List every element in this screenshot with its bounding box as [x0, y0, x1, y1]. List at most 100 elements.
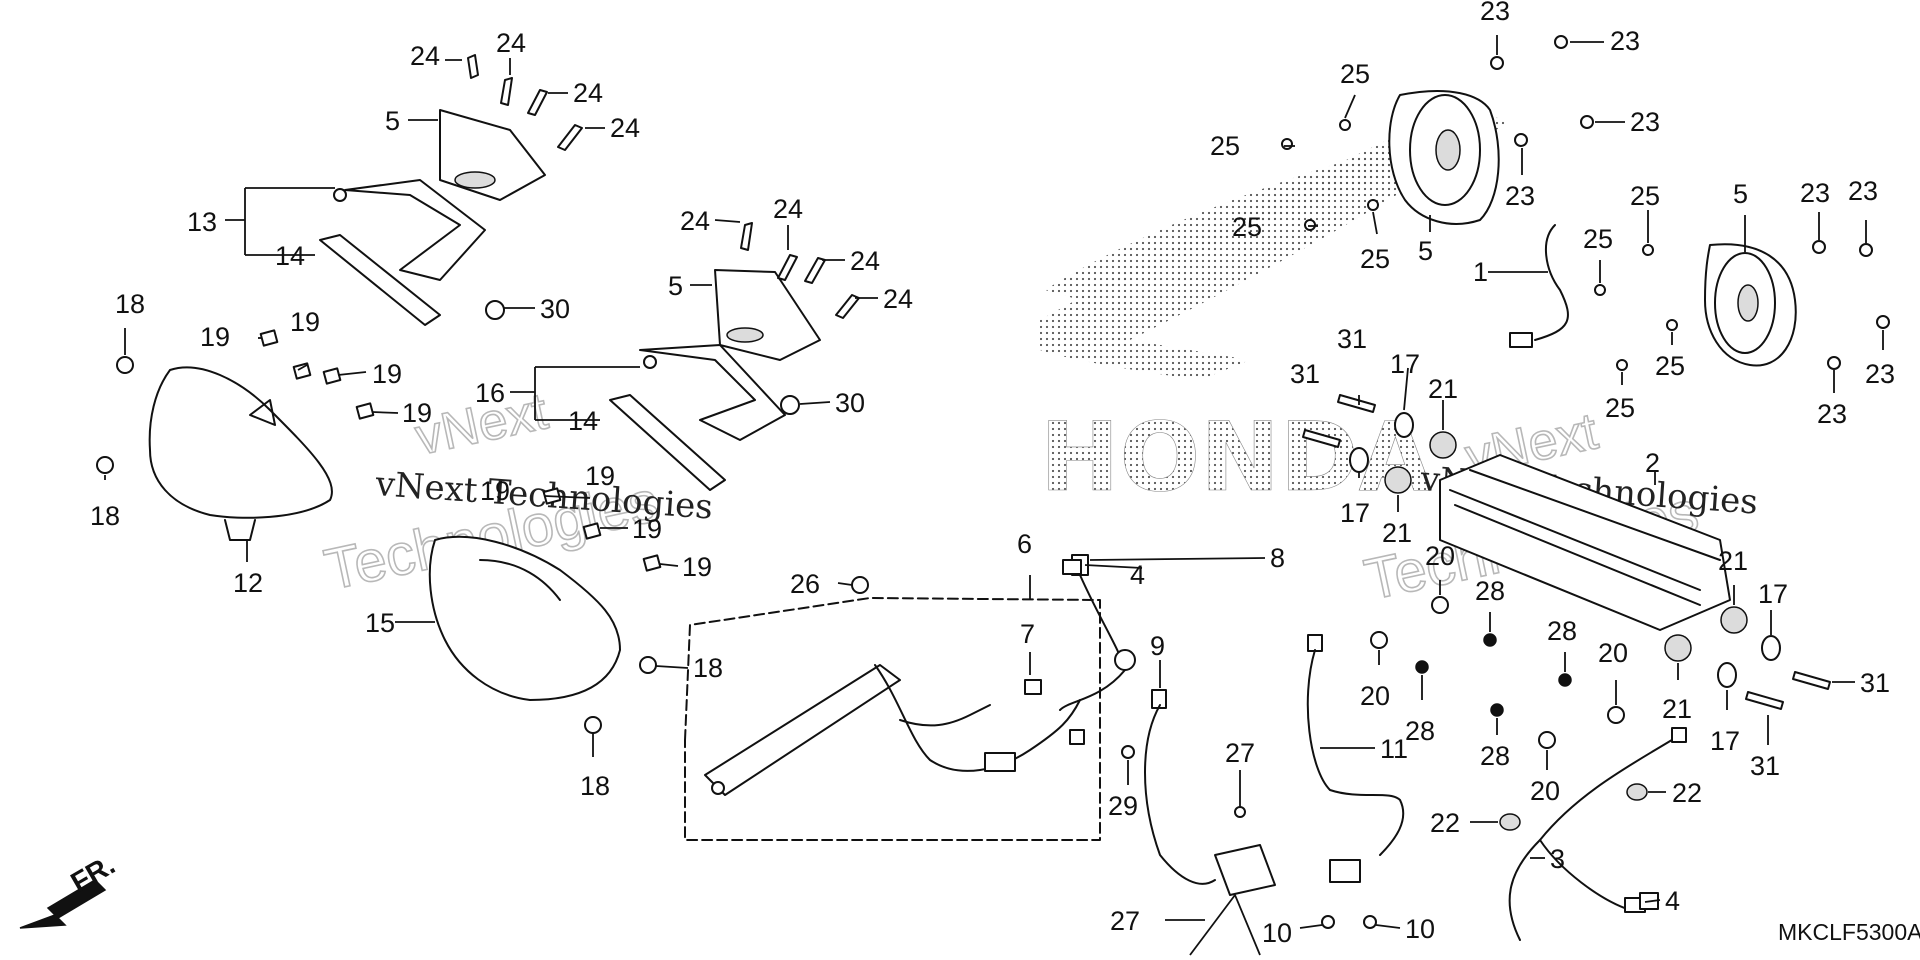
antenna-bar-26[interactable] — [704, 664, 901, 796]
callout-23[interactable]: 23 — [1848, 176, 1878, 206]
callout-19[interactable]: 19 — [632, 514, 662, 544]
callout-15[interactable]: 15 — [365, 608, 395, 638]
callout-25[interactable]: 25 — [1360, 244, 1390, 274]
callout-21[interactable]: 21 — [1662, 694, 1692, 724]
callout-24[interactable]: 24 — [610, 113, 640, 143]
callout-8[interactable]: 8 — [1270, 543, 1285, 573]
harness-11[interactable] — [1306, 634, 1405, 883]
callout-27[interactable]: 27 — [1225, 738, 1255, 768]
callout-6[interactable]: 6 — [1017, 529, 1032, 559]
callout-23[interactable]: 23 — [1817, 399, 1847, 429]
callout-28[interactable]: 28 — [1475, 576, 1505, 606]
callout-21[interactable]: 21 — [1718, 546, 1748, 576]
callout-14[interactable]: 14 — [568, 406, 598, 436]
callout-18[interactable]: 18 — [580, 771, 610, 801]
callout-23[interactable]: 23 — [1865, 359, 1895, 389]
harness-9[interactable] — [1144, 689, 1216, 885]
speaker-bracket-13[interactable] — [333, 179, 486, 281]
callout-25[interactable]: 25 — [1605, 393, 1635, 423]
harness-1[interactable] — [1509, 224, 1569, 348]
callout-19[interactable]: 19 — [372, 359, 402, 389]
callout-20[interactable]: 20 — [1530, 776, 1560, 806]
callout-12[interactable]: 12 — [233, 568, 263, 598]
callout-17[interactable]: 17 — [1758, 579, 1788, 609]
callout-19[interactable]: 19 — [200, 322, 230, 352]
module-27[interactable] — [1214, 806, 1276, 896]
callout-11[interactable]: 11 — [1380, 734, 1408, 764]
speaker-grille-14-center[interactable] — [609, 394, 726, 491]
callout-10[interactable]: 10 — [1262, 918, 1292, 948]
callout-23[interactable]: 23 — [1630, 107, 1660, 137]
callout-20[interactable]: 20 — [1598, 638, 1628, 668]
callout-5[interactable]: 5 — [668, 271, 683, 301]
callout-14[interactable]: 14 — [275, 241, 305, 271]
callout-22[interactable]: 22 — [1672, 778, 1702, 808]
speaker-grille-14-left[interactable] — [319, 234, 441, 326]
callout-28[interactable]: 28 — [1480, 741, 1510, 771]
callout-21[interactable]: 21 — [1382, 518, 1412, 548]
callout-19[interactable]: 19 — [402, 398, 432, 428]
callout-25[interactable]: 25 — [1583, 224, 1613, 254]
harness-3[interactable] — [1499, 727, 1687, 941]
callout-5[interactable]: 5 — [1733, 179, 1748, 209]
callout-1[interactable]: 1 — [1473, 257, 1488, 287]
harness-8[interactable] — [1059, 554, 1136, 711]
callout-19[interactable]: 19 — [480, 476, 510, 506]
amplifier-unit-2[interactable] — [1439, 454, 1731, 631]
callout-25[interactable]: 25 — [1340, 59, 1370, 89]
callout-5[interactable]: 5 — [1418, 236, 1433, 266]
callout-13[interactable]: 13 — [187, 207, 217, 237]
callout-3[interactable]: 3 — [1550, 844, 1565, 874]
speaker-5-upper-left[interactable] — [439, 109, 546, 201]
callout-24[interactable]: 24 — [773, 194, 803, 224]
callout-24[interactable]: 24 — [496, 28, 526, 58]
callout-23[interactable]: 23 — [1480, 0, 1510, 26]
callout-4[interactable]: 4 — [1665, 886, 1680, 916]
speaker-bracket-16[interactable] — [639, 344, 786, 441]
callout-18[interactable]: 18 — [115, 289, 145, 319]
callout-24[interactable]: 24 — [680, 206, 710, 236]
callout-19[interactable]: 19 — [682, 552, 712, 582]
callout-5[interactable]: 5 — [385, 106, 400, 136]
callout-25[interactable]: 25 — [1630, 181, 1660, 211]
callout-31[interactable]: 31 — [1290, 359, 1320, 389]
harness-7[interactable] — [874, 664, 1085, 772]
callout-17[interactable]: 17 — [1340, 498, 1370, 528]
speaker-5-upper-right[interactable] — [1388, 89, 1500, 225]
speaker-5-right[interactable] — [1704, 243, 1797, 367]
callout-9[interactable]: 9 — [1150, 631, 1165, 661]
callout-23[interactable]: 23 — [1610, 26, 1640, 56]
callout-27[interactable]: 27 — [1110, 906, 1140, 936]
callout-28[interactable]: 28 — [1405, 716, 1435, 746]
speaker-cover-12[interactable] — [148, 366, 333, 541]
callout-29[interactable]: 29 — [1108, 791, 1138, 821]
callout-19[interactable]: 19 — [290, 307, 320, 337]
callout-20[interactable]: 20 — [1360, 681, 1390, 711]
callout-25[interactable]: 25 — [1655, 351, 1685, 381]
callout-18[interactable]: 18 — [90, 501, 120, 531]
callout-17[interactable]: 17 — [1710, 726, 1740, 756]
callout-4[interactable]: 4 — [1130, 560, 1145, 590]
callout-24[interactable]: 24 — [883, 284, 913, 314]
callout-25[interactable]: 25 — [1232, 212, 1262, 242]
callout-31[interactable]: 31 — [1860, 668, 1890, 698]
callout-28[interactable]: 28 — [1547, 616, 1577, 646]
callout-24[interactable]: 24 — [410, 41, 440, 71]
speaker-cover-15[interactable] — [428, 535, 621, 701]
callout-23[interactable]: 23 — [1800, 178, 1830, 208]
speaker-5-center[interactable] — [714, 269, 821, 361]
callout-21[interactable]: 21 — [1428, 374, 1458, 404]
callout-30[interactable]: 30 — [835, 388, 865, 418]
callout-26[interactable]: 26 — [790, 569, 820, 599]
callout-18[interactable]: 18 — [693, 653, 723, 683]
callout-31[interactable]: 31 — [1750, 751, 1780, 781]
callout-10[interactable]: 10 — [1405, 914, 1435, 944]
callout-16[interactable]: 16 — [475, 378, 505, 408]
callout-24[interactable]: 24 — [850, 246, 880, 276]
callout-24[interactable]: 24 — [573, 78, 603, 108]
callout-20[interactable]: 20 — [1425, 541, 1455, 571]
callout-19[interactable]: 19 — [585, 461, 615, 491]
callout-7[interactable]: 7 — [1020, 619, 1035, 649]
callout-31[interactable]: 31 — [1337, 324, 1367, 354]
callout-30[interactable]: 30 — [540, 294, 570, 324]
